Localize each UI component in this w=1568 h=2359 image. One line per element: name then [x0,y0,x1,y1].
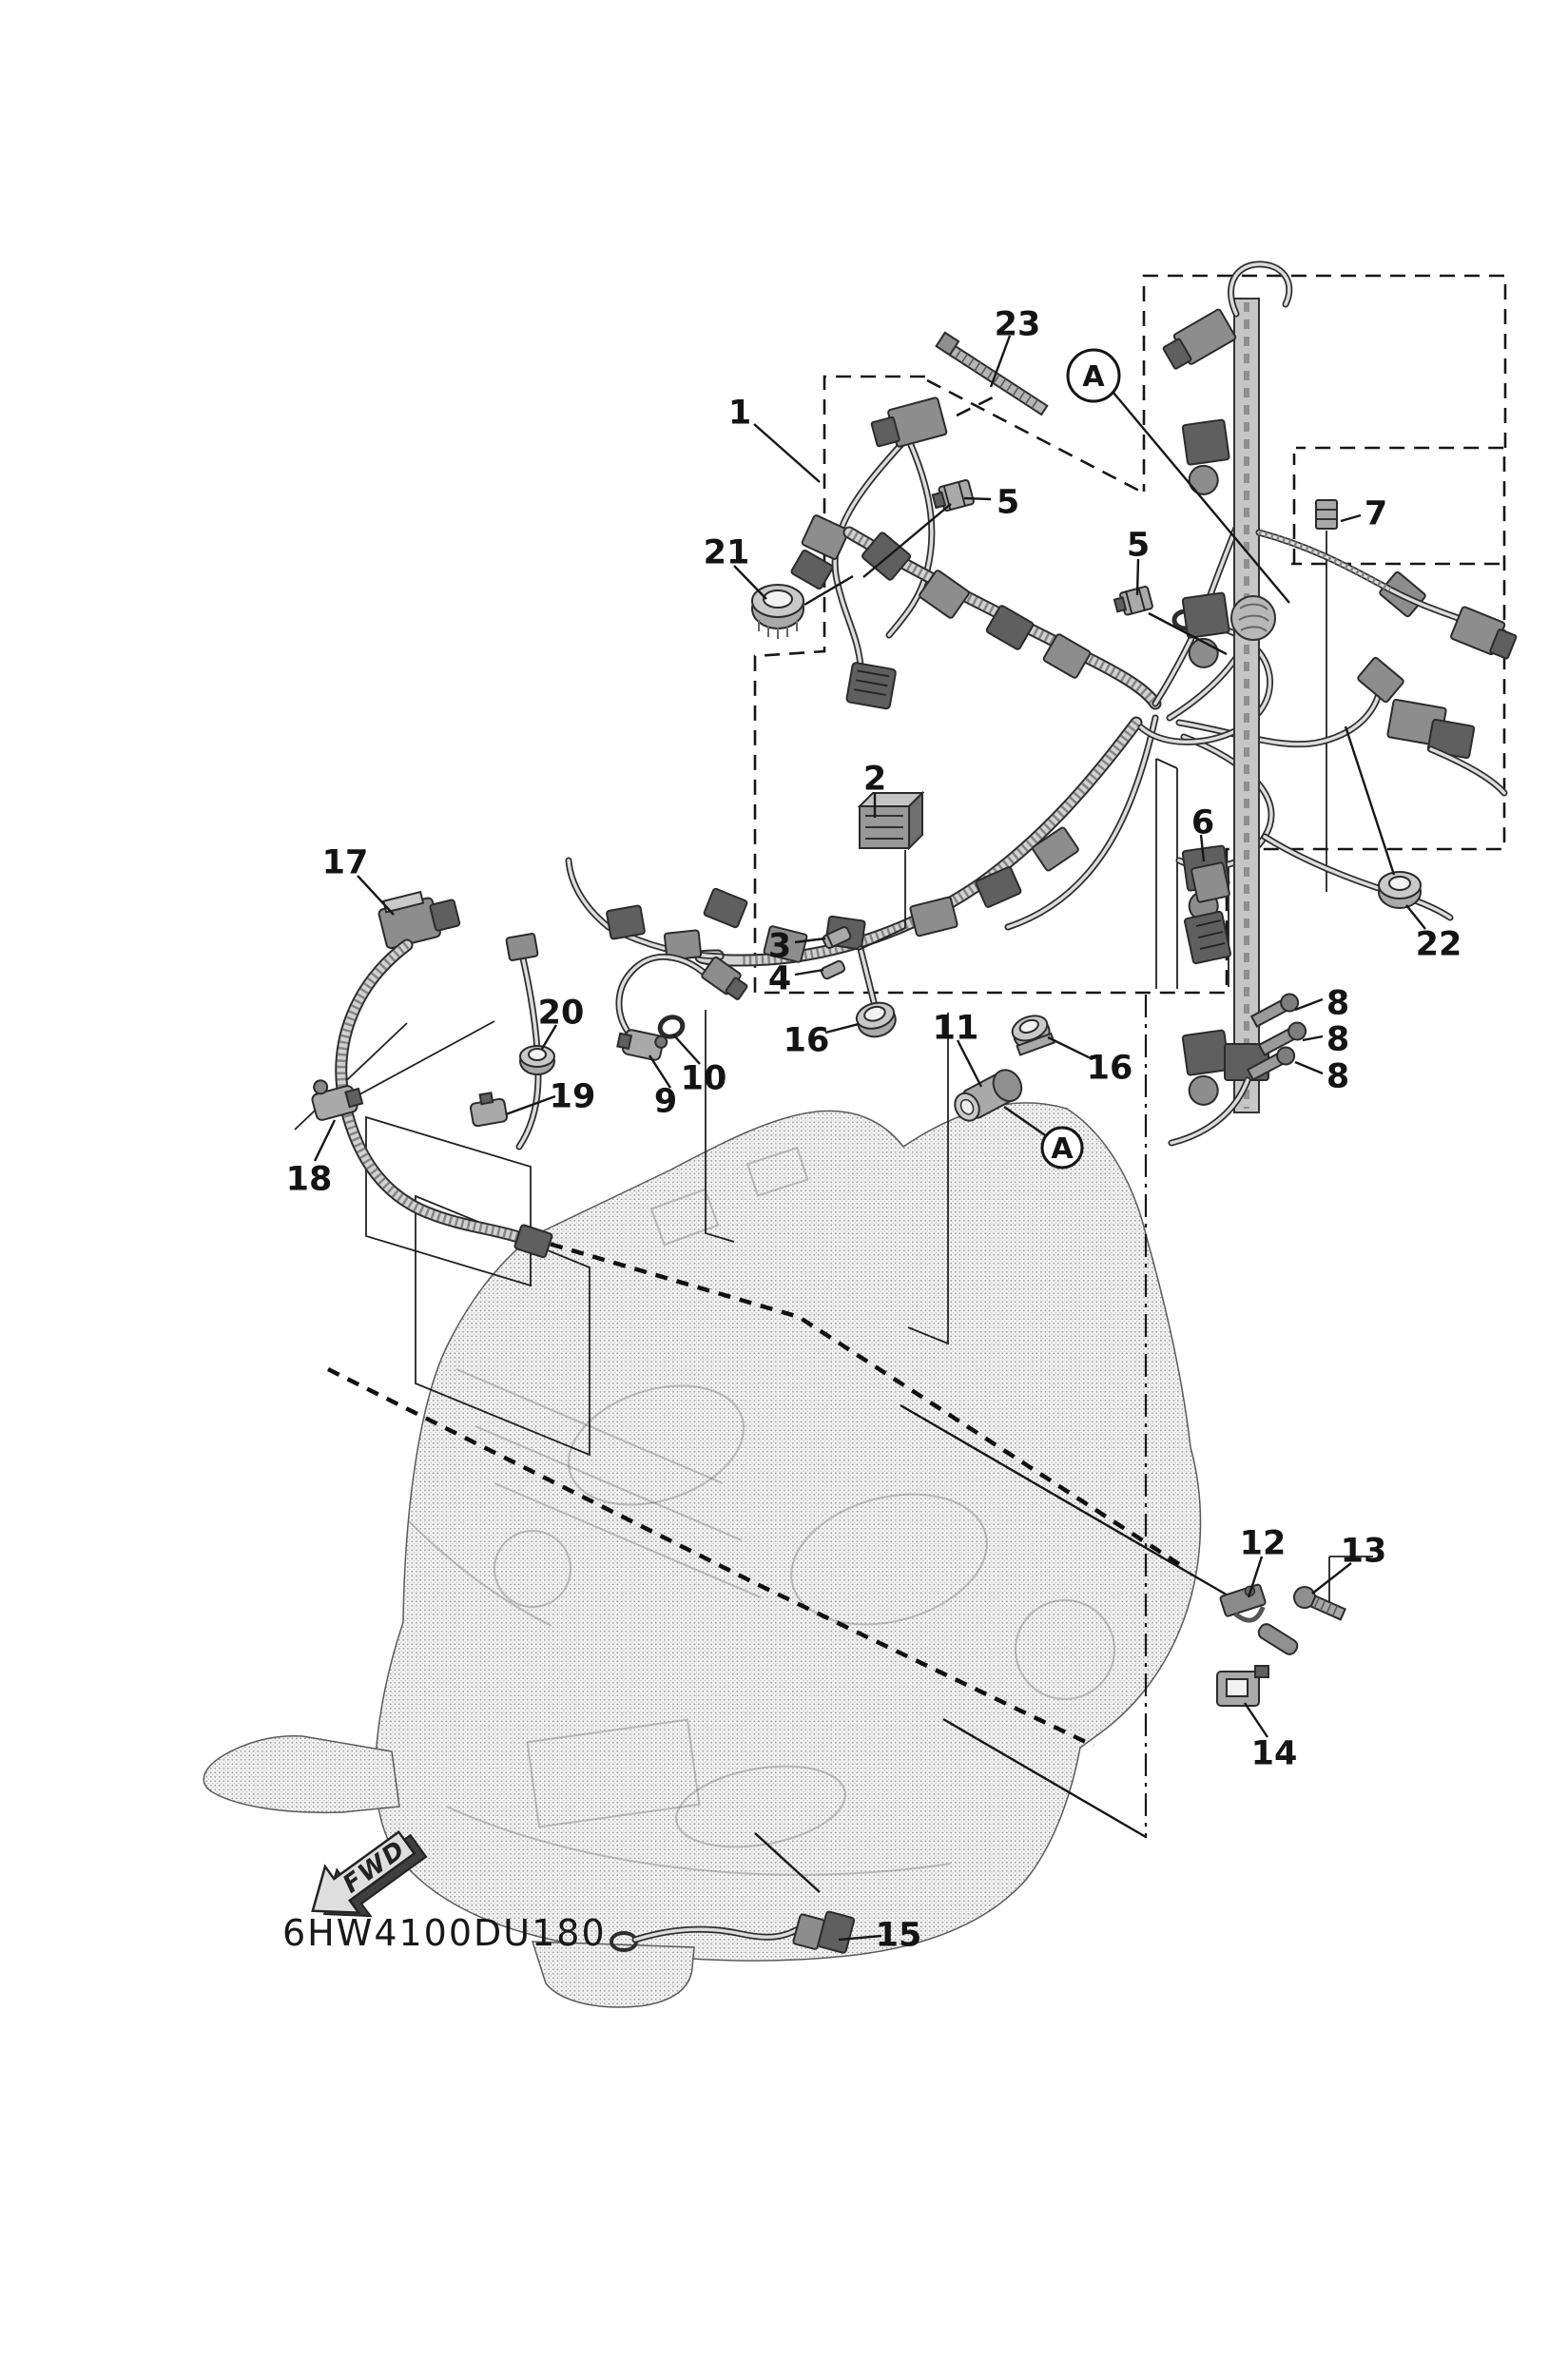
main-harness-trunk-upper [842,526,1162,710]
callout-label-2: 2 [863,761,886,799]
callout-label-8: 8 [1326,1021,1349,1059]
part-16-grommet [1011,1015,1055,1056]
hidden-harness-routing-dashes [326,1235,1181,1749]
callout-leader-lines [313,335,1426,1942]
callout-label-11: 11 [933,1010,979,1048]
callout-label-7: 7 [1365,495,1387,533]
callout-label-12: 12 [1240,1525,1287,1563]
part-22-grommet [1378,871,1422,909]
wiring-harness [565,261,1518,1147]
callout-label-3: 3 [768,928,791,966]
engine-illustration [203,1102,1202,2008]
part-3-clip [822,926,852,949]
callout-label-22: 22 [1416,926,1462,964]
part-12-bracket [1219,1583,1267,1623]
part-10-oring [657,1015,686,1039]
part-23-cable-tie [935,331,1049,416]
callout-label-8: 8 [1326,985,1349,1023]
callout-label-10: 10 [681,1060,727,1098]
detail-marker-A: A [1066,348,1121,403]
callout-label-20: 20 [538,995,585,1033]
part-8-terminal [1249,993,1300,1028]
part-16-grommet [855,1001,897,1038]
part-8-terminal [1246,1046,1296,1081]
callout-label-5: 5 [997,484,1019,522]
callout-label-9: 9 [654,1083,677,1121]
callout-label-4: 4 [768,960,791,998]
callout-label-15: 15 [876,1917,922,1955]
part-20-grommet [519,1045,555,1075]
part-12-spacer [1257,1623,1299,1655]
callout-label-16: 16 [1087,1050,1133,1088]
main-harness-trunk-lower [565,714,1159,1014]
part-5-clip [1113,585,1153,616]
part-18-clamp [311,1079,364,1121]
svg-text:A: A [1051,1132,1074,1166]
callout-label-6: 6 [1191,804,1214,842]
part-14-clamp [1216,1665,1269,1707]
callout-label-18: 18 [286,1161,333,1199]
part-17-sensor [335,890,553,1259]
callout-label-21: 21 [704,534,750,572]
callout-label-19: 19 [550,1078,596,1116]
svg-text:A: A [1082,360,1105,394]
part-7-clip [1315,499,1338,530]
rail-grommet-ball [1230,595,1276,641]
callout-label-5: 5 [1127,527,1150,565]
callout-label-14: 14 [1251,1735,1298,1773]
part-code: 6HW4100DU180 [282,1912,607,1954]
callout-label-16: 16 [784,1022,830,1060]
part-9-10-sensor [615,953,748,1061]
part-4-clip [820,959,846,980]
engine-left-bracket [203,1734,400,1814]
part-20-wire [505,933,555,1150]
engine-lower-housing [531,1941,695,2008]
part-13-bolt [1293,1586,1346,1621]
part-11-grommet [954,1069,1023,1122]
detail-marker-A: A [1040,1126,1084,1170]
ignition-coil-rail [1162,261,1518,1147]
engine-silhouette [375,1102,1202,1962]
coil-connector [1181,591,1230,668]
detail-frames [294,274,1507,1839]
part-15-lead-wire [610,1832,856,1954]
callout-label-17: 17 [322,844,369,882]
part-5-clip [931,479,975,512]
callout-label-1: 1 [728,395,751,433]
callout-label-8: 8 [1326,1058,1349,1096]
part-19-clamp [469,1092,509,1128]
part-8-terminal [1257,1021,1307,1056]
callout-label-23: 23 [995,306,1041,344]
part-6-relays [1184,861,1231,965]
callout-label-13: 13 [1341,1533,1387,1571]
loose-parts [311,331,1422,1954]
part-9-clamp [616,1029,668,1061]
detail-markers: AA [1040,348,1121,1170]
